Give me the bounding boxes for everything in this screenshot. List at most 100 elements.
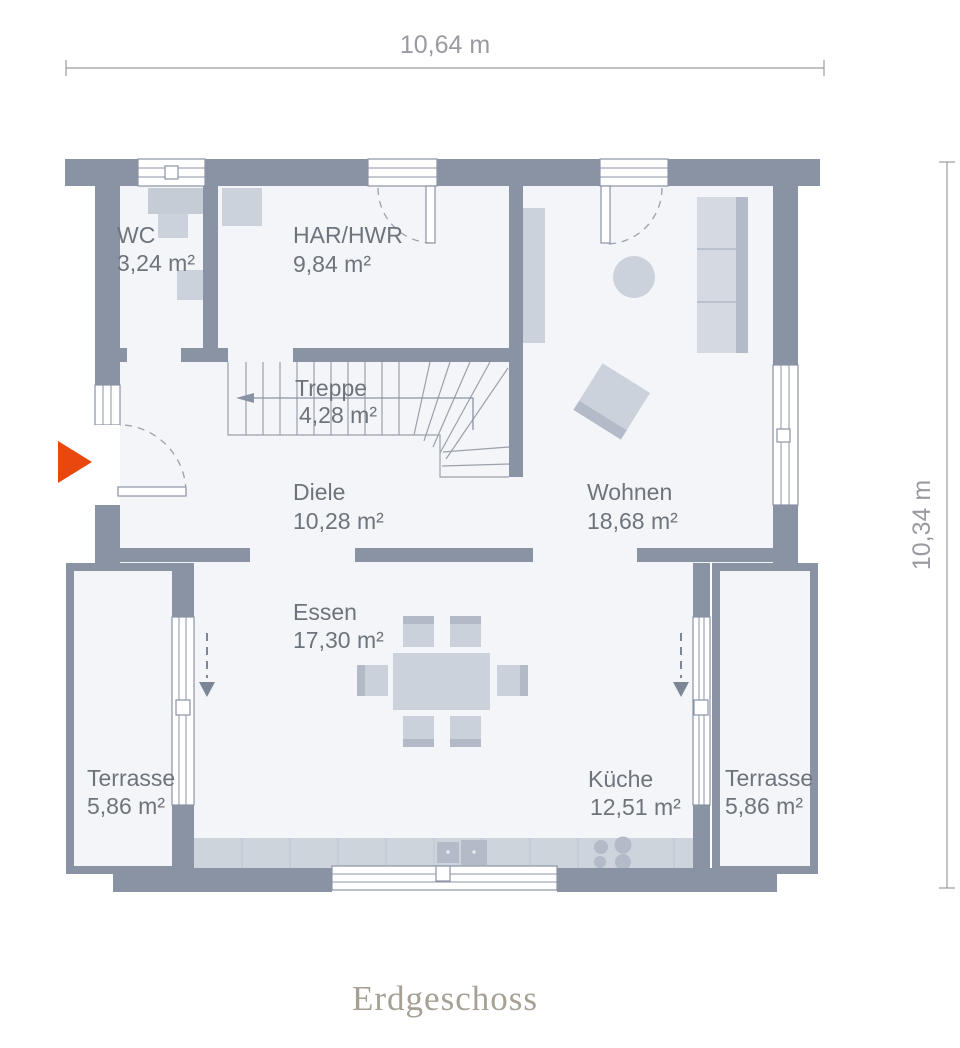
window-wc (137, 158, 206, 187)
room-diele: Diele 10,28 m² (293, 479, 384, 534)
room-labels: WC 3,24 m² HAR/HWR 9,84 m² Treppe 4,28 m… (87, 222, 813, 820)
sideboard (523, 208, 545, 343)
wall-segment (773, 505, 798, 563)
window-kitchen (331, 865, 558, 891)
entrance-opening (95, 425, 120, 505)
wall-segment (113, 868, 332, 892)
armchair (573, 363, 651, 440)
chair-back (450, 739, 481, 747)
room-terrasse-left: Terrasse 5,86 m² (87, 765, 175, 819)
room-har-hwr: HAR/HWR 9,84 m² (293, 222, 403, 277)
wall-segment (773, 159, 798, 365)
wall-segment (637, 548, 777, 562)
entrance-door (58, 384, 187, 505)
wall-segment (95, 548, 250, 562)
door-har (367, 158, 438, 244)
room-area-label: 9,84 m² (293, 251, 371, 277)
wall-segment (172, 805, 194, 870)
room-name-label: Terrasse (87, 765, 175, 791)
wc-washbasin-bowl (158, 214, 188, 238)
stair-direction-arrow (236, 393, 474, 430)
entrance-arrow-icon (58, 441, 92, 483)
room-area-label: 18,68 m² (587, 508, 678, 534)
door-handle (693, 699, 709, 716)
room-area-label: 12,51 m² (590, 794, 681, 820)
sliding-door-right (673, 616, 711, 806)
wall-segment (693, 805, 710, 870)
room-name-label: Essen (293, 599, 357, 625)
furniture (148, 188, 748, 870)
room-area-label: 5,86 m² (87, 793, 165, 819)
room-kueche: Küche 12,51 m² (588, 766, 681, 820)
room-wohnen: Wohnen 18,68 m² (587, 479, 678, 534)
chair-back (403, 616, 434, 624)
room-area-label: 10,28 m² (293, 508, 384, 534)
wall-segment (181, 348, 218, 362)
wall-segment (95, 159, 120, 385)
window-handle (435, 865, 451, 882)
window-handle (776, 428, 791, 443)
room-name-label: Terrasse (725, 765, 813, 791)
chair-back (520, 665, 528, 696)
wc-washbasin (148, 188, 203, 214)
door-wohnen (599, 158, 669, 245)
height-dimension-label: 10,34 m (908, 480, 936, 570)
wall-segment (203, 186, 218, 362)
armchair-seat (579, 363, 651, 431)
staircase (227, 361, 510, 478)
sofa-backrest (736, 197, 748, 353)
wall-segment (355, 548, 533, 562)
room-name-label: Treppe (295, 375, 367, 401)
door-swing-arc (377, 187, 434, 244)
slide-arrow-icon (199, 682, 215, 697)
wall-segment (437, 159, 600, 186)
chair-back (450, 616, 481, 624)
floor-areas (66, 186, 818, 874)
wall-segment (172, 563, 194, 617)
door-leaf (425, 185, 436, 244)
room-area-label: 17,30 m² (293, 627, 384, 653)
chair-back (403, 739, 434, 747)
door-swing-arc (605, 187, 663, 245)
sink-drain (446, 850, 450, 854)
floor-lower (194, 563, 693, 868)
window-wohnen-right (772, 364, 799, 506)
door-leaf (117, 486, 187, 497)
room-name-label: WC (117, 222, 155, 248)
room-area-label: 5,86 m² (725, 793, 803, 819)
wall-segment (120, 348, 127, 362)
sliding-door-left (171, 616, 215, 806)
side-table (613, 256, 655, 298)
room-wc: WC 3,24 m² (117, 222, 195, 276)
wall-segment (509, 186, 523, 477)
door-handle (175, 699, 191, 716)
width-dimension-label: 10,64 m (400, 31, 490, 59)
wall-segment (693, 563, 710, 617)
room-area-label: 4,28 m² (299, 402, 377, 428)
slide-arrow-icon (673, 682, 689, 697)
sink-drain (472, 850, 476, 854)
wall-segment (293, 348, 523, 362)
room-treppe: Treppe 4,28 m² (295, 375, 377, 428)
cooktop (594, 836, 632, 870)
door-leaf (600, 185, 611, 244)
dimension-right: 10,34 m (908, 161, 955, 889)
wc-toilet (177, 270, 203, 300)
dimension-top: 10,64 m (65, 31, 825, 76)
terrace-left-outline (66, 563, 180, 874)
chair-back (357, 665, 365, 696)
dining-table (393, 653, 490, 710)
wall-segment (218, 348, 228, 362)
room-name-label: Wohnen (587, 479, 672, 505)
window-handle (164, 165, 179, 180)
room-area-label: 3,24 m² (117, 250, 195, 276)
walls (65, 159, 820, 892)
terrace-right-outline (712, 563, 818, 874)
dining-chairs (357, 616, 528, 747)
openings (58, 158, 799, 891)
kitchen-counter (194, 836, 693, 870)
room-name-label: Küche (588, 766, 653, 792)
wall-segment (557, 868, 777, 892)
